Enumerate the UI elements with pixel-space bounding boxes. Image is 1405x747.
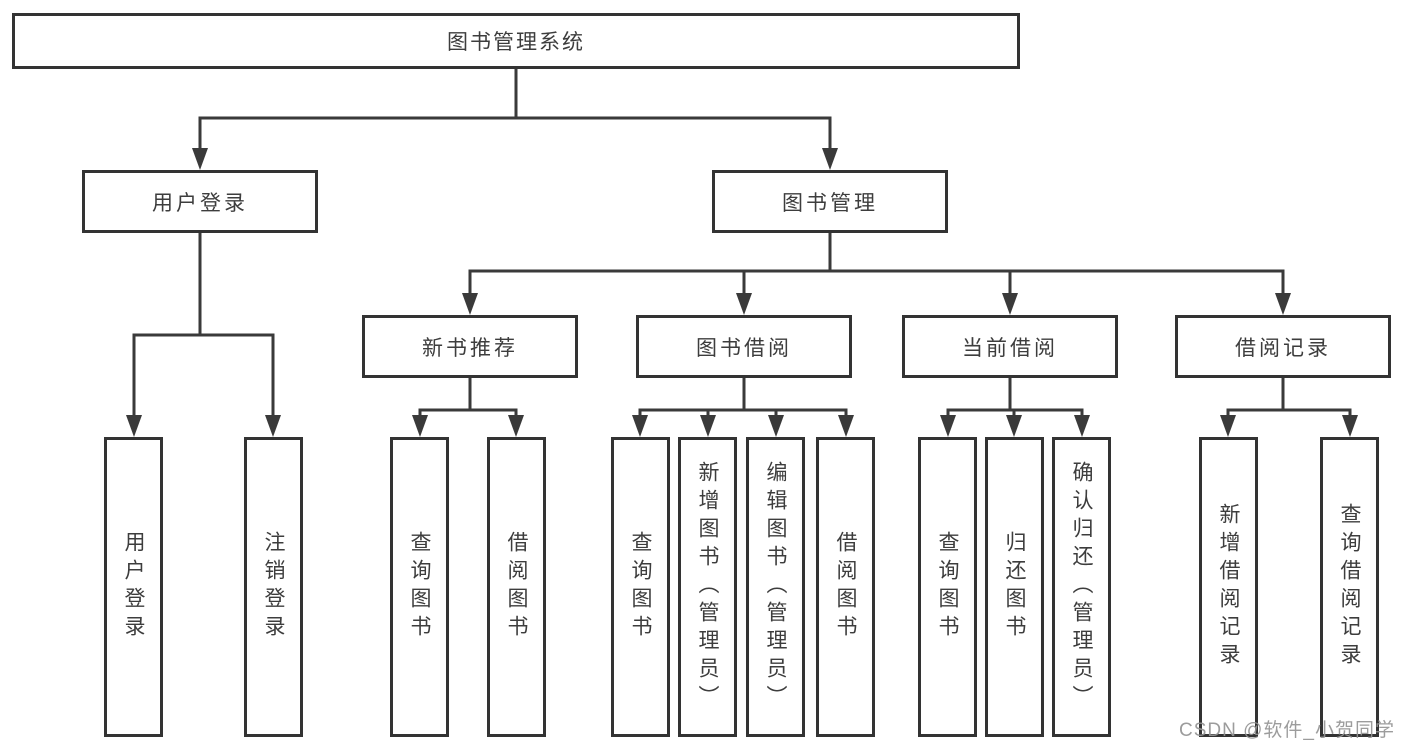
leaf-add-borrow-record: 新增借阅记录: [1199, 437, 1258, 737]
node-book-borrowing: 图书借阅: [636, 315, 852, 378]
leaf-label: 查询图书: [936, 531, 959, 643]
node-label: 图书管理: [782, 191, 878, 215]
leaf-query-books-recommend: 查询图书: [390, 437, 449, 737]
leaf-label: 借阅图书: [834, 531, 857, 643]
node-library-management-system: 图书管理系统: [12, 13, 1020, 69]
leaf-label: 新增借阅记录: [1217, 503, 1240, 671]
node-new-book-recommendation: 新书推荐: [362, 315, 578, 378]
leaf-label: 确认归还（管理员）: [1070, 461, 1093, 713]
leaf-query-books-borrowing: 查询图书: [611, 437, 670, 737]
node-label: 新书推荐: [422, 336, 518, 360]
leaf-user-login: 用户登录: [104, 437, 163, 737]
leaf-label: 归还图书: [1003, 531, 1026, 643]
node-label: 图书借阅: [696, 336, 792, 360]
leaf-confirm-return-admin: 确认归还（管理员）: [1052, 437, 1111, 737]
leaf-label: 新增图书（管理员）: [696, 461, 719, 713]
node-current-borrowing: 当前借阅: [902, 315, 1118, 378]
node-label: 图书管理系统: [447, 31, 585, 54]
leaf-borrow-books-recommend: 借阅图书: [487, 437, 546, 737]
node-label: 借阅记录: [1235, 336, 1331, 360]
leaf-query-books-current: 查询图书: [918, 437, 977, 737]
leaf-label: 查询图书: [629, 531, 652, 643]
node-book-management: 图书管理: [712, 170, 948, 233]
leaf-label: 编辑图书（管理员）: [764, 461, 787, 713]
leaf-label: 查询借阅记录: [1338, 503, 1361, 671]
leaf-return-books: 归还图书: [985, 437, 1044, 737]
leaf-query-borrow-record: 查询借阅记录: [1320, 437, 1379, 737]
leaf-edit-books-admin: 编辑图书（管理员）: [746, 437, 805, 737]
leaf-label: 查询图书: [408, 531, 431, 643]
leaf-add-books-admin: 新增图书（管理员）: [678, 437, 737, 737]
node-label: 当前借阅: [962, 336, 1058, 360]
node-user-login: 用户登录: [82, 170, 318, 233]
watermark: CSDN @软件_小贺同学: [1179, 720, 1395, 741]
node-borrowing-records: 借阅记录: [1175, 315, 1391, 378]
leaf-borrow-books-borrowing: 借阅图书: [816, 437, 875, 737]
leaf-logout-login: 注销登录: [244, 437, 303, 737]
leaf-label: 借阅图书: [505, 531, 528, 643]
node-label: 用户登录: [152, 191, 248, 215]
leaf-label: 注销登录: [262, 531, 285, 643]
leaf-label: 用户登录: [122, 531, 145, 643]
